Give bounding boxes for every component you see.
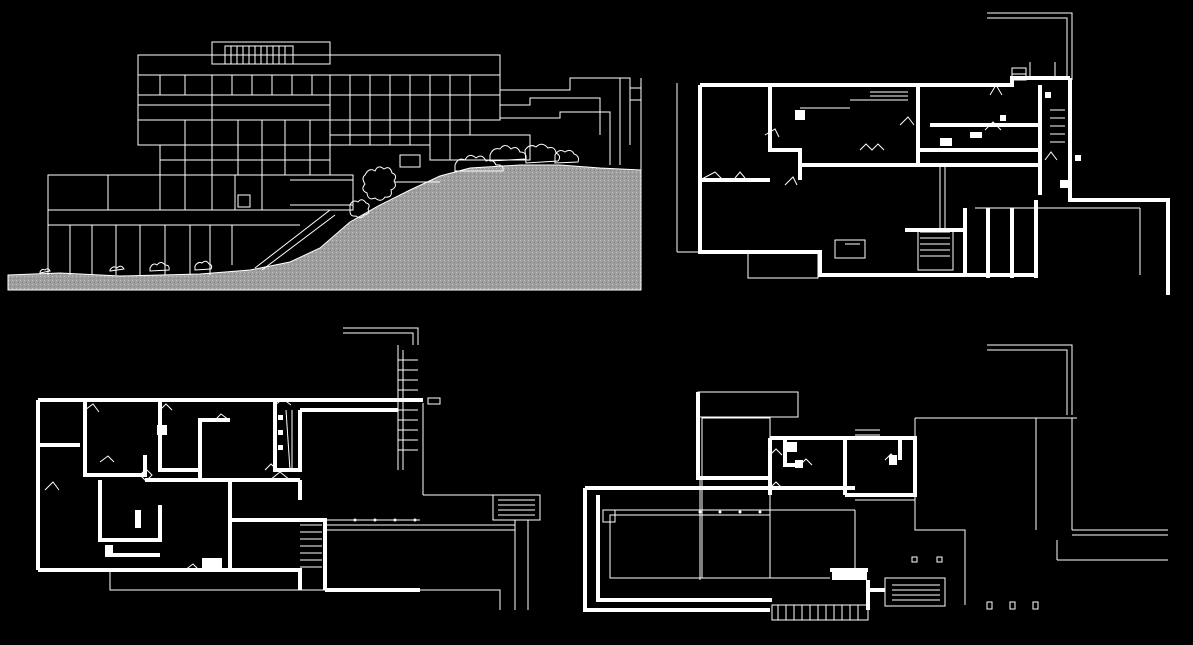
- lower-floor-plan: [583, 344, 1168, 621]
- upper-floor-plan: [676, 12, 1170, 295]
- terrain-ground: [7, 164, 642, 291]
- penthouse: [211, 41, 331, 65]
- plan-fixtures: [795, 92, 1081, 188]
- plan-fixtures: [105, 415, 417, 570]
- upper-floor-block: [137, 54, 501, 145]
- plan-fixtures: [698, 442, 897, 580]
- elevation-drawing: [7, 41, 642, 291]
- stepped-terraces: [499, 55, 642, 170]
- middle-floor-block: [137, 119, 531, 176]
- main-floor-plan: [36, 327, 541, 610]
- ground-floor-block: [47, 154, 440, 275]
- landscape-shrubs: [39, 143, 579, 274]
